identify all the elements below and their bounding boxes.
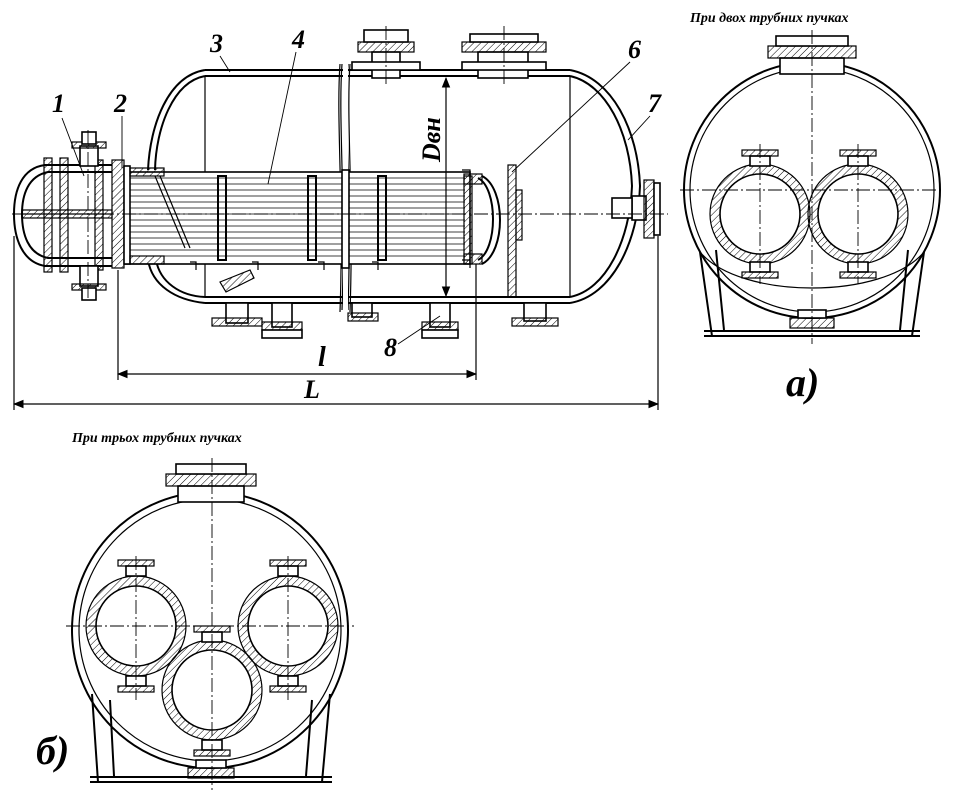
part-number-8: 8 (384, 333, 397, 362)
bottom-nozzles (190, 169, 559, 339)
dimension-inner-diameter: Dвн (417, 117, 446, 163)
caption-two-bundles: При двох трубних пучках (689, 11, 848, 26)
view-b-three-bundles: При трьох трубних пучках (36, 431, 354, 790)
caption-three-bundles: При трьох трубних пучках (71, 431, 242, 446)
view-label-b: б) (36, 728, 69, 773)
view-label-a: а) (786, 360, 819, 405)
tube-bundle (124, 169, 471, 269)
part-number-7: 7 (648, 89, 662, 118)
view-a-two-bundles: При двох трубних пучках а) (680, 11, 944, 405)
floating-head (463, 164, 523, 298)
side-view: 1 2 3 4 6 7 8 Dвн l L (12, 25, 668, 410)
part-number-2: 2 (113, 89, 127, 118)
part-number-3: 3 (209, 29, 223, 58)
dimension-bundle-length: l (318, 342, 326, 373)
part-number-4: 4 (291, 25, 305, 54)
part-number-6: 6 (628, 35, 641, 64)
channel-chamber (12, 131, 113, 301)
dimension-total-length: L (303, 375, 320, 404)
part-number-1: 1 (52, 89, 65, 118)
